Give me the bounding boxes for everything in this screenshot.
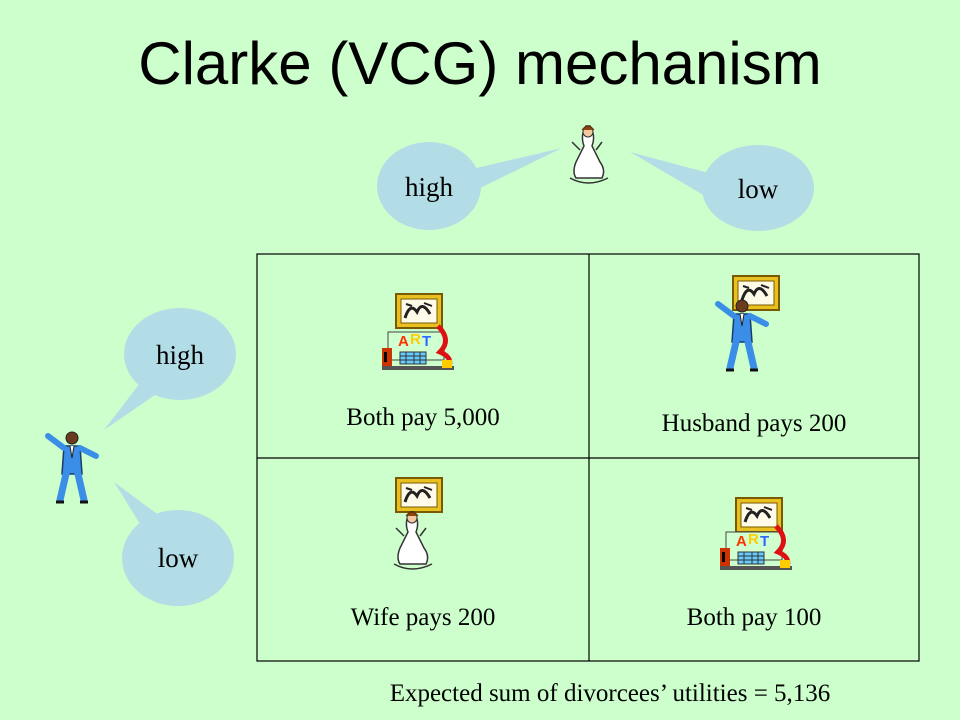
husband-high-bubble — [124, 308, 236, 400]
bride-icon — [569, 125, 609, 184]
art-picture-icon — [394, 292, 444, 330]
wife-low-label: low — [737, 174, 779, 204]
bride-icon — [393, 511, 433, 570]
wife-low-bubble — [702, 145, 814, 231]
bubble-tail — [630, 152, 720, 200]
art-picture-icon — [394, 476, 444, 514]
cell-husband-low-wife-high-label: Wife pays 200 — [350, 604, 496, 631]
wife-high-bubble — [377, 142, 481, 230]
cell-husband-high-wife-low-label: Husband pays 200 — [661, 410, 847, 437]
footer-note: Expected sum of divorcees’ utilities = 5… — [389, 680, 831, 707]
husband-low-label: low — [157, 543, 199, 573]
slide-title: Clarke (VCG) mechanism — [138, 30, 822, 97]
cell-high-high-label: Both pay 5,000 — [346, 404, 500, 431]
husband-low-bubble — [122, 510, 234, 606]
art-building-icon — [382, 326, 454, 370]
wife-high-label: high — [404, 172, 453, 202]
groom-icon — [48, 432, 96, 502]
art-building-icon — [720, 526, 792, 570]
cell-low-low-label: Both pay 100 — [686, 604, 822, 631]
husband-high-label: high — [155, 340, 204, 370]
bubble-tail — [468, 148, 562, 192]
